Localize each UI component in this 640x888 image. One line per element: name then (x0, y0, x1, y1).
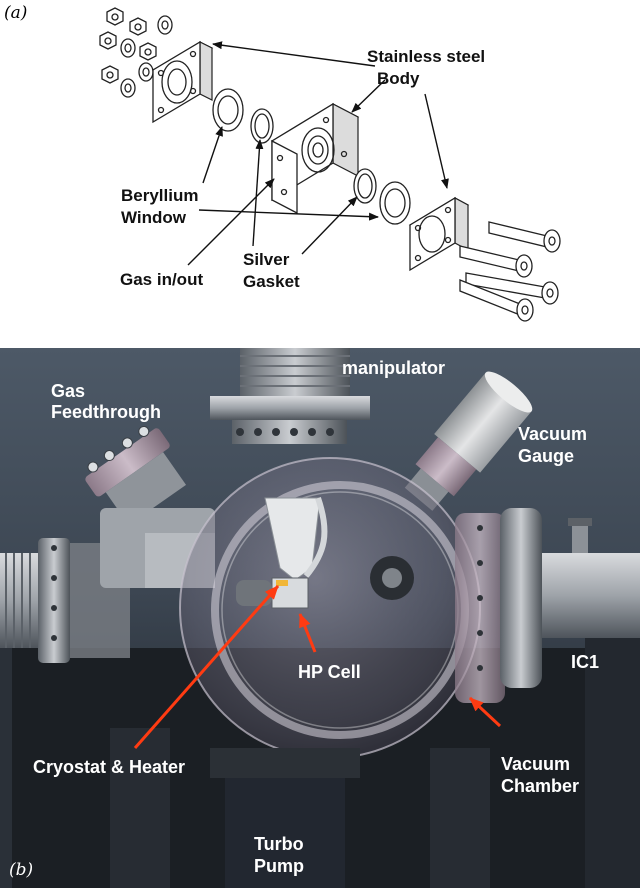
left-flange (151, 40, 214, 124)
label-vacuum-chamber-2: Chamber (501, 776, 579, 796)
arrow-hp-cell (298, 613, 317, 653)
panel-a-exploded-view: (a) (0, 0, 640, 348)
chamber-render: manipulator Gas Feedthrough Vacuum Gauge… (0, 348, 640, 888)
label-cryostat-heater: Cryostat & Heater (33, 757, 185, 777)
arrow-vacuum-chamber (468, 696, 502, 728)
label-vacuum-chamber-1: Vacuum (501, 754, 570, 774)
exploded-cell-drawing: (a) (4, 3, 561, 322)
label-gas: Gas (51, 381, 85, 401)
label-pump: Pump (254, 856, 304, 876)
label-turbo: Turbo (254, 834, 304, 854)
arrow-gas-in-out (187, 178, 275, 266)
screws (459, 221, 561, 322)
arrow-window-to-left (202, 126, 223, 184)
label-silver: Silver (243, 250, 290, 269)
label-body: Body (377, 69, 420, 88)
label-ic1: IC1 (571, 652, 599, 672)
panel-b-arrows (133, 585, 502, 749)
label-stainless-steel: Stainless steel (367, 47, 485, 66)
panel-b-chamber-render: manipulator Gas Feedthrough Vacuum Gauge… (0, 348, 640, 888)
label-vacuum-gauge-1: Vacuum (518, 424, 587, 444)
arrow-gasket-to-right (301, 196, 358, 255)
label-manipulator: manipulator (342, 358, 445, 378)
label-gas-in-out: Gas in/out (120, 270, 203, 289)
arrow-window-to-right (198, 209, 379, 221)
label-vacuum-gauge-2: Gauge (518, 446, 574, 466)
vacuum-chamber-sphere (179, 457, 481, 759)
label-beryllium: Beryllium (121, 186, 198, 205)
right-port-flange (455, 508, 542, 703)
panel-a-letter: (a) (4, 3, 27, 23)
arrow-body-to-left-flange (212, 41, 376, 67)
label-hp-cell: HP Cell (298, 662, 361, 682)
silver-gasket-left (250, 108, 274, 144)
silver-gasket-right (353, 168, 377, 204)
arrow-body-to-block (351, 79, 386, 113)
label-window: Window (121, 208, 187, 227)
nuts-and-washers (99, 7, 173, 98)
turbo-pump (210, 748, 360, 888)
arrow-cryostat-heater (133, 585, 280, 749)
right-flange (408, 196, 470, 272)
arrow-body-to-right-flange (424, 93, 449, 189)
beryllium-window-right (379, 181, 411, 225)
arrow-gasket-to-left (252, 139, 264, 247)
cryostat-and-cell (236, 497, 414, 609)
vacuum-gauge (404, 371, 533, 511)
beryllium-window-left (212, 88, 244, 132)
gas-feedthrough (85, 425, 187, 526)
stainless-steel-body-block (270, 102, 360, 215)
panel-a-arrows (187, 41, 449, 266)
panel-b-letter: (b) (9, 860, 33, 880)
manipulator (210, 348, 370, 444)
label-gasket: Gasket (243, 272, 300, 291)
label-feedthrough: Feedthrough (51, 402, 161, 422)
